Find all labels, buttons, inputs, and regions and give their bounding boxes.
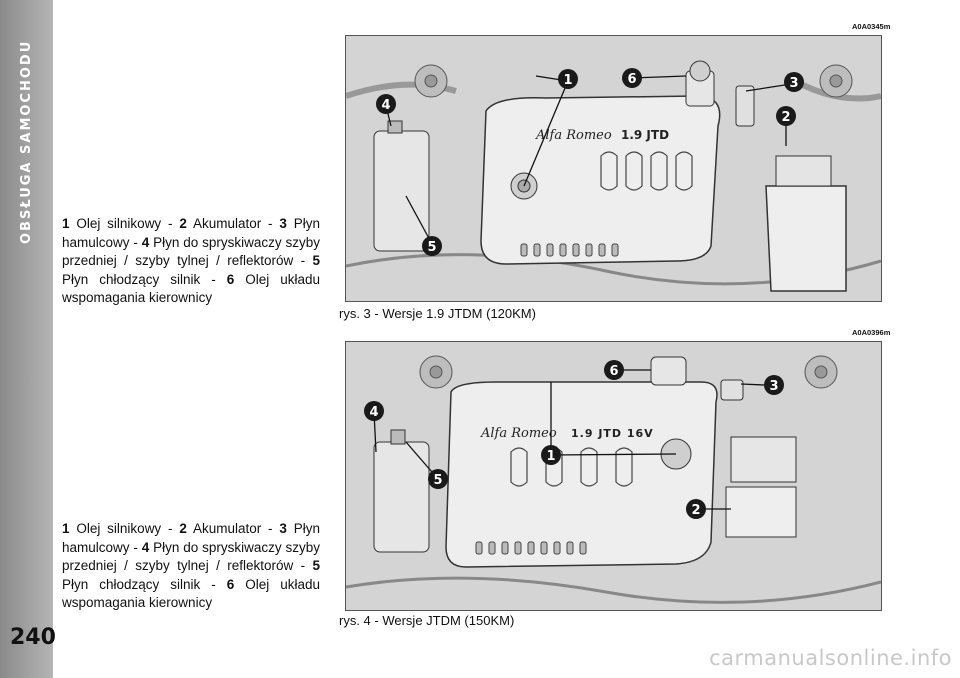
- marker-5: 5: [422, 236, 442, 256]
- svg-text:3: 3: [789, 76, 798, 91]
- legend-text: Olej silnikowy -: [76, 521, 180, 536]
- legend-figure-4: 1 Olej silnikowy - 2 Akumulator - 3 Płyn…: [62, 520, 320, 613]
- svg-text:4: 4: [381, 98, 390, 113]
- svg-text:2: 2: [781, 110, 790, 125]
- legend-text: Olej silnikowy -: [76, 216, 180, 231]
- legend-num: 1: [62, 521, 70, 536]
- brand-logo: Alfa Romeo: [535, 128, 612, 143]
- marker-3: 3: [784, 72, 804, 92]
- legend-num: 2: [179, 216, 187, 231]
- svg-text:5: 5: [433, 473, 442, 488]
- engine-bay-figure-3: Alfa Romeo 1.9 JTD: [345, 35, 882, 302]
- svg-text:6: 6: [627, 72, 636, 87]
- legend-num: 4: [141, 234, 150, 250]
- legend-num: 1: [62, 216, 70, 231]
- marker-5: 5: [428, 469, 448, 489]
- watermark: carmanualsonline.info: [709, 646, 952, 670]
- figure-caption: rys. 4 - Wersje JTDM (150KM): [339, 613, 515, 628]
- legend-figure-3: 1 Olej silnikowy - 2 Akumulator - 3 Płyn…: [62, 215, 320, 308]
- legend-text: Płyn do spryskiwaczy szyby przedniej / s…: [62, 539, 320, 574]
- figure-caption: rys. 3 - Wersje 1.9 JTDM (120KM): [339, 306, 536, 321]
- marker-2: 2: [686, 499, 706, 519]
- legend-text: Płyn chłodzący silnik -: [62, 576, 227, 592]
- legend-num: 3: [279, 216, 287, 231]
- marker-6: 6: [604, 360, 624, 380]
- marker-1: 1: [541, 445, 561, 465]
- legend-num: 6: [226, 576, 235, 592]
- legend-text: Olej układu wspomagania kierownicy: [62, 576, 320, 611]
- marker-2: 2: [776, 106, 796, 126]
- legend-num: 3: [279, 521, 287, 536]
- svg-text:5: 5: [427, 240, 436, 255]
- marker-1: 1: [558, 69, 578, 89]
- marker-3: 3: [764, 375, 784, 395]
- legend-num: 5: [312, 558, 320, 573]
- engine-bay-figure-4: Alfa Romeo 1.9 JTD 16V: [345, 341, 882, 611]
- svg-text:2: 2: [691, 503, 700, 518]
- page-number: 240: [10, 625, 56, 650]
- legend-text: Płyn chłodzący silnik -: [62, 271, 227, 287]
- svg-text:3: 3: [769, 379, 778, 394]
- svg-text:1: 1: [546, 449, 555, 464]
- section-title: OBSŁUGA SAMOCHODU: [19, 40, 34, 245]
- legend-text: Płyn hamulcowy -: [62, 521, 320, 555]
- figure-code: A0A0345m: [852, 22, 891, 31]
- cover-label: 1.9 JTD: [621, 128, 669, 142]
- marker-4: 4: [376, 94, 396, 114]
- legend-text: Akumulator -: [192, 216, 280, 231]
- legend-text: Olej układu wspomagania kierownicy: [62, 271, 320, 306]
- marker-4: 4: [364, 401, 384, 421]
- legend-num: 2: [179, 521, 187, 536]
- marker-6: 6: [622, 68, 642, 88]
- figure-code: A0A0396m: [852, 328, 891, 337]
- legend-num: 4: [141, 539, 150, 555]
- cover-label: 1.9 JTD 16V: [571, 427, 654, 440]
- legend-num: 6: [226, 271, 235, 287]
- engine-illustration: Alfa Romeo 1.9 JTD: [346, 36, 881, 301]
- engine-illustration: Alfa Romeo 1.9 JTD 16V: [346, 342, 881, 610]
- legend-text: Płyn hamulcowy -: [62, 216, 320, 250]
- sidebar: OBSŁUGA SAMOCHODU: [0, 0, 53, 678]
- legend-text: Akumulator -: [192, 521, 280, 536]
- svg-text:1: 1: [563, 73, 572, 88]
- svg-text:6: 6: [609, 364, 618, 379]
- svg-text:4: 4: [369, 405, 378, 420]
- legend-num: 5: [312, 253, 320, 268]
- brand-logo: Alfa Romeo: [480, 426, 557, 441]
- legend-text: Płyn do spryskiwaczy szyby przedniej / s…: [62, 234, 320, 269]
